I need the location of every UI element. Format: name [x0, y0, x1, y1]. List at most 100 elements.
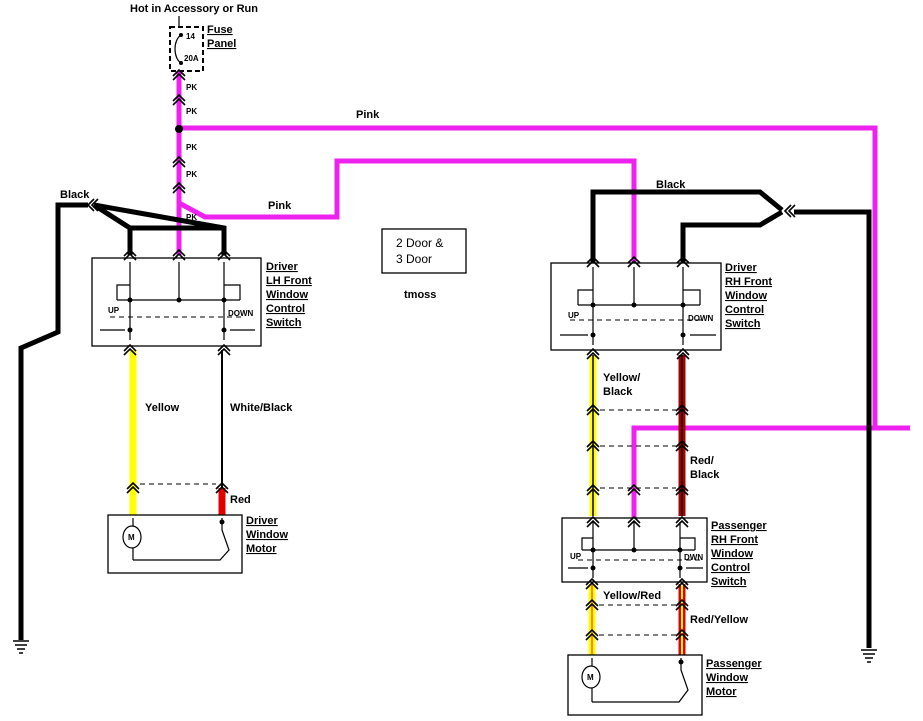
sw-dot — [677, 565, 683, 571]
connector-chevron — [675, 515, 689, 528]
connector-chevron — [585, 577, 599, 590]
passenger-motor-box — [567, 654, 703, 716]
connector-chevron — [123, 248, 137, 261]
driver-motor-symbol: M — [128, 533, 135, 542]
svg-text:Control: Control — [725, 304, 764, 316]
connector-chevron — [586, 403, 600, 416]
svg-text:Motor: Motor — [246, 543, 277, 555]
svg-text:Window: Window — [246, 529, 288, 541]
motor-switch — [133, 518, 230, 561]
sw-dot — [127, 297, 133, 303]
connector-chevron — [676, 347, 690, 360]
connector-chevron — [675, 577, 689, 590]
driver-motor-icon — [122, 525, 142, 549]
connector-chevron — [675, 439, 689, 452]
fuse-terminal-bottom — [179, 61, 183, 65]
connectors — [86, 68, 796, 641]
pink-label-branch: Pink — [268, 200, 292, 212]
sw-dot — [590, 332, 596, 338]
sw-dot — [590, 547, 596, 553]
connector-chevron — [586, 255, 600, 268]
connector-chevron — [123, 343, 137, 356]
driver-lh-up-label: UP — [108, 306, 120, 315]
connector-chevron — [586, 515, 600, 528]
connector-chevron — [215, 481, 229, 494]
connector-chevron — [675, 403, 689, 416]
svg-text:Control: Control — [711, 562, 750, 574]
sw-dot — [631, 547, 637, 553]
svg-text:Driver: Driver — [266, 261, 299, 273]
sw-dot — [219, 519, 225, 525]
ground-symbol-left — [13, 640, 29, 654]
variant-box — [381, 228, 467, 274]
svg-text:Control: Control — [266, 303, 305, 315]
fuse-number: 14 — [186, 32, 195, 41]
driver-rh-switch-label: Driver RH Front Window Control Switch — [725, 262, 772, 330]
driver-lh-switch-box — [91, 257, 262, 347]
black-label-right: Black — [656, 179, 686, 191]
red-black-label-2: Black — [690, 469, 720, 481]
motor-switch — [592, 658, 689, 703]
yellow-black-label-2: Black — [603, 386, 633, 398]
svg-text:Window: Window — [725, 290, 767, 302]
variant-line-1: 2 Door & — [396, 236, 443, 250]
svg-text:LH Front: LH Front — [266, 275, 312, 287]
yellow-red-label: Yellow/Red — [603, 590, 661, 602]
connector-chevron — [675, 483, 689, 496]
sw-dot — [221, 327, 227, 333]
red-black-label-1: Red/ — [690, 455, 714, 467]
sw-dot — [590, 565, 596, 571]
connector-chevron — [585, 598, 599, 611]
red-yellow-label: Red/Yellow — [690, 614, 749, 626]
passenger-down-label: DWN — [684, 553, 703, 562]
svg-text:RH Front: RH Front — [725, 276, 772, 288]
fuse-element — [174, 34, 182, 64]
svg-text:Driver: Driver — [725, 262, 758, 274]
svg-text:Switch: Switch — [711, 576, 747, 588]
svg-text:RH Front: RH Front — [711, 534, 758, 546]
sw-dot — [678, 659, 684, 665]
sw-dot — [677, 547, 683, 553]
driver-rh-up-label: UP — [568, 311, 580, 320]
svg-text:Motor: Motor — [706, 686, 737, 698]
sw-dot — [680, 332, 686, 338]
connector-chevron — [586, 483, 600, 496]
pink-circuit — [176, 71, 910, 520]
svg-text:Switch: Switch — [725, 318, 761, 330]
sw-dot — [680, 302, 686, 308]
passenger-motor-icon — [581, 665, 601, 689]
connector-chevron — [675, 598, 689, 611]
supply-title: Hot in Accessory or Run — [130, 3, 258, 15]
svg-text:Window: Window — [266, 289, 308, 301]
connector-chevron — [675, 628, 689, 641]
driver-rh-down-label: DOWN — [688, 314, 714, 323]
connector-chevron — [783, 204, 796, 218]
passenger-motor-label: Passenger Window Motor — [706, 658, 762, 698]
variant-line-2: 3 Door — [396, 252, 432, 266]
connector-chevron — [172, 155, 186, 168]
connector-chevron — [586, 439, 600, 452]
pk-label-5: PK — [186, 213, 197, 222]
connector-chevron — [172, 181, 186, 194]
connector-chevron — [676, 255, 690, 268]
right-ground-wire — [590, 189, 872, 648]
sw-dot — [590, 302, 596, 308]
red-label: Red — [230, 494, 251, 506]
connector-chevron — [172, 93, 186, 106]
fuse-panel-label-1: Fuse — [207, 24, 233, 36]
pk-label-3: PK — [186, 143, 197, 152]
passenger-up-label: UP — [570, 552, 582, 561]
black-label-left: Black — [60, 189, 90, 201]
yellow-black-label-1: Yellow/ — [603, 372, 640, 384]
connector-chevron — [217, 248, 231, 261]
white-black-label: White/Black — [230, 402, 293, 414]
connector-chevron — [126, 481, 140, 494]
passenger-switch-label: Passenger RH Front Window Control Switch — [711, 520, 767, 588]
svg-text:Passenger: Passenger — [711, 520, 767, 532]
connector-chevron — [172, 248, 186, 261]
pk-label-4: PK — [186, 170, 197, 179]
svg-text:Passenger: Passenger — [706, 658, 762, 670]
sw-dot — [221, 297, 227, 303]
connector-chevron — [627, 255, 641, 268]
